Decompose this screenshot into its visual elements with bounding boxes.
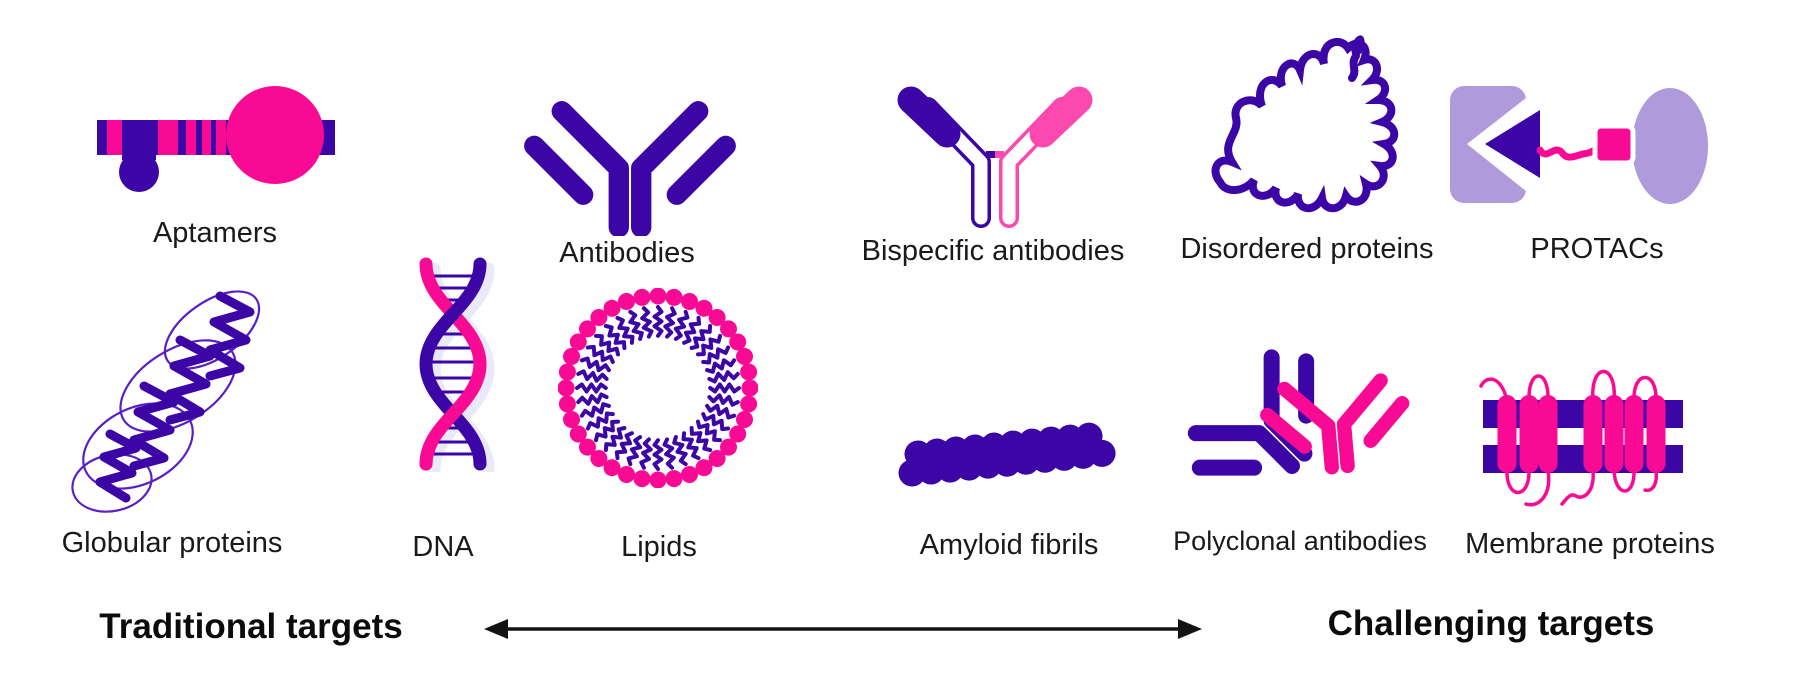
- disordered-protein-icon: [1206, 30, 1406, 230]
- globular-protein-icon: [60, 278, 295, 523]
- amyloid-fibrils-label: Amyloid fibrils: [919, 529, 1099, 561]
- traditional-targets-label: Traditional targets: [99, 607, 403, 646]
- membrane-protein-icon: [1478, 358, 1698, 518]
- double-arrow-icon: [484, 619, 1202, 639]
- lipid-icon: [558, 288, 758, 488]
- membrane-proteins-label: Membrane proteins: [1465, 528, 1715, 560]
- antibodies-label: Antibodies: [559, 237, 695, 269]
- polyclonal-antibodies-label: Polyclonal antibodies: [1173, 526, 1427, 556]
- aptamer-icon: [82, 58, 342, 198]
- bispecific-antibodies-label: Bispecific antibodies: [861, 235, 1125, 267]
- spectrum-arrow: [478, 612, 1208, 646]
- antibody-icon: [518, 72, 742, 236]
- lipids-label: Lipids: [621, 531, 697, 563]
- aptamers-label: Aptamers: [152, 217, 278, 249]
- polyclonal-antibodies-icon: [1150, 328, 1410, 513]
- amyloid-fibril-icon: [898, 418, 1123, 498]
- bispecific-antibody-icon: [885, 66, 1105, 228]
- dna-label: DNA: [412, 531, 474, 563]
- dna-icon: [398, 256, 508, 472]
- disordered-proteins-label: Disordered proteins: [1180, 233, 1434, 265]
- protacs-label: PROTACs: [1530, 233, 1664, 265]
- challenging-targets-label: Challenging targets: [1327, 604, 1655, 643]
- protac-icon: [1445, 78, 1715, 210]
- globular-proteins-label: Globular proteins: [61, 527, 283, 559]
